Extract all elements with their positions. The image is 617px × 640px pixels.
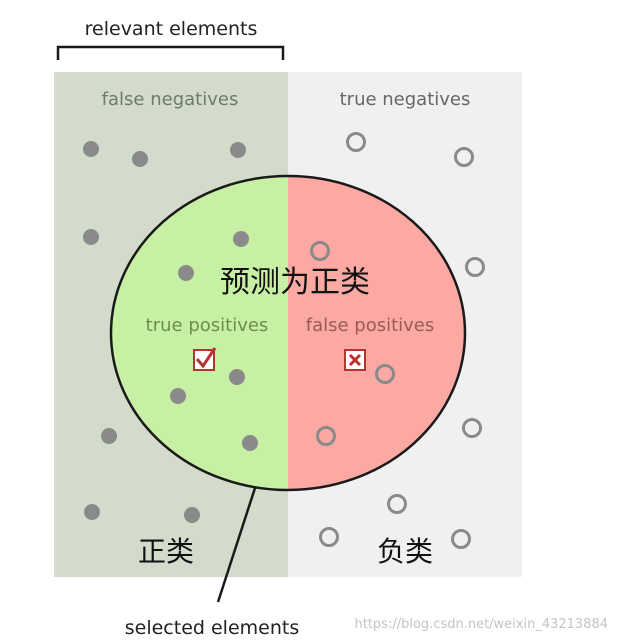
irrelevant-dots bbox=[310, 132, 485, 549]
filled-dot bbox=[229, 369, 245, 385]
filled-dot bbox=[242, 435, 258, 451]
hollow-dot bbox=[454, 147, 474, 167]
hollow-dot bbox=[451, 529, 471, 549]
filled-dot bbox=[101, 428, 117, 444]
relevant-elements-label: relevant elements bbox=[85, 18, 258, 40]
hollow-dot bbox=[310, 241, 330, 261]
false-positive-area bbox=[288, 176, 465, 490]
filled-dot bbox=[83, 229, 99, 245]
cross-box-icon bbox=[344, 349, 366, 371]
hollow-dot bbox=[316, 426, 336, 446]
true-positive-area bbox=[111, 176, 288, 490]
hollow-dot bbox=[375, 364, 395, 384]
filled-dot bbox=[170, 388, 186, 404]
hollow-dot bbox=[462, 418, 482, 438]
positive-class-label: 正类 bbox=[138, 535, 194, 568]
relevant-bracket bbox=[56, 45, 285, 60]
filled-dot bbox=[230, 142, 246, 158]
false-positives-label: false positives bbox=[306, 315, 435, 336]
hollow-dot bbox=[465, 257, 485, 277]
selected-elements-label: selected elements bbox=[125, 617, 300, 639]
negative-class-label: 负类 bbox=[377, 535, 433, 568]
predicted-positive-label: 预测为正类 bbox=[220, 265, 370, 300]
relevant-dots bbox=[83, 141, 258, 523]
filled-dot bbox=[84, 504, 100, 520]
filled-dot bbox=[83, 141, 99, 157]
filled-dot bbox=[184, 507, 200, 523]
filled-dot bbox=[132, 151, 148, 167]
selected-pointer-line bbox=[216, 487, 257, 603]
hollow-dot bbox=[319, 527, 339, 547]
filled-dot bbox=[233, 231, 249, 247]
watermark: https://blog.csdn.net/weixin_43213884 bbox=[354, 617, 608, 632]
hollow-dot bbox=[387, 494, 407, 514]
hollow-dot bbox=[346, 132, 366, 152]
selected-circle-outline bbox=[109, 174, 467, 492]
true-positives-label: true positives bbox=[146, 315, 269, 336]
true-negatives-label: true negatives bbox=[340, 89, 471, 110]
false-negatives-label: false negatives bbox=[102, 89, 239, 110]
filled-dot bbox=[178, 265, 194, 281]
check-box-icon bbox=[193, 347, 217, 371]
